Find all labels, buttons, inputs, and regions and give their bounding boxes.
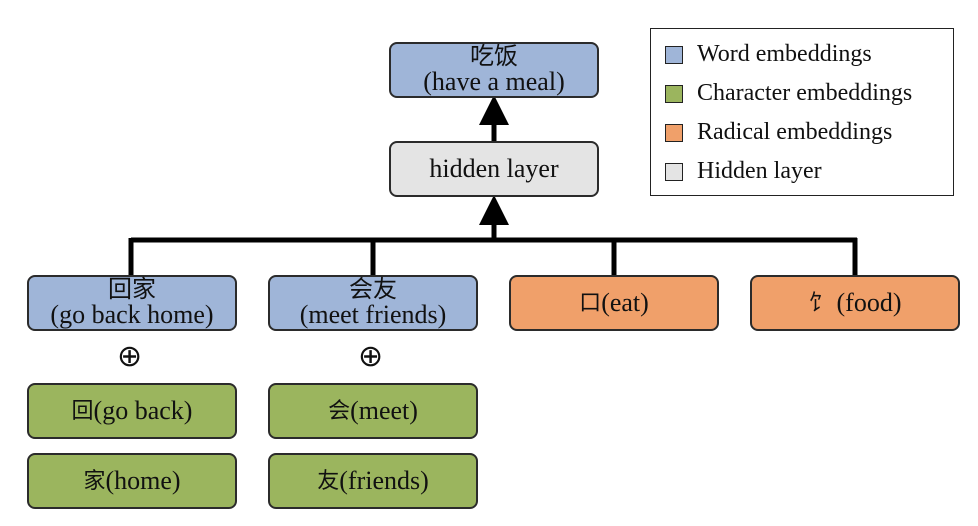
legend: Word embeddings Character embeddings Rad… <box>650 28 954 196</box>
output-word-english: (have a meal) <box>423 67 565 96</box>
legend-item-radical: Radical embeddings <box>665 119 892 146</box>
radical-node-eat: 口 (eat) <box>509 275 719 331</box>
char-glyph: 回 <box>71 398 94 423</box>
legend-swatch <box>665 45 683 64</box>
output-word-chinese: 吃饭 <box>470 44 518 70</box>
char-node-meet: 会 (meet) <box>268 383 478 439</box>
legend-item-character: Character embeddings <box>665 80 912 107</box>
radical-glyph: 口 <box>579 290 602 315</box>
word-english: (go back home) <box>50 300 214 329</box>
hidden-layer-label: hidden layer <box>429 154 559 183</box>
output-word-node: 吃饭 (have a meal) <box>389 42 599 98</box>
legend-label: Radical embeddings <box>697 119 893 145</box>
word-node-meet-friends: 会友 (meet friends) <box>268 275 478 331</box>
char-node-friends: 友 (friends) <box>268 453 478 509</box>
radical-node-food: 饣 (food) <box>750 275 960 331</box>
word-chinese: 会友 <box>349 277 397 303</box>
legend-swatch <box>665 162 683 181</box>
char-glyph: 友 <box>317 468 340 493</box>
radical-english: (food) <box>836 288 902 317</box>
radical-glyph: 饣 <box>808 290 831 315</box>
word-node-go-back-home: 回家 (go back home) <box>27 275 237 331</box>
legend-swatch <box>665 123 683 142</box>
concat-operator-right: ⊕ <box>358 339 384 374</box>
char-english: (home) <box>105 466 181 495</box>
concat-operator-left: ⊕ <box>117 339 143 374</box>
char-english: (meet) <box>350 396 418 425</box>
char-node-home: 家 (home) <box>27 453 237 509</box>
word-chinese: 回家 <box>108 277 156 303</box>
hidden-layer-node: hidden layer <box>389 141 599 197</box>
char-glyph: 家 <box>83 468 106 493</box>
char-node-go-back: 回 (go back) <box>27 383 237 439</box>
word-english: (meet friends) <box>299 300 447 329</box>
legend-item-hidden: Hidden layer <box>665 158 822 185</box>
char-english: (go back) <box>93 396 193 425</box>
legend-item-word: Word embeddings <box>665 41 872 68</box>
legend-swatch <box>665 84 683 103</box>
legend-label: Hidden layer <box>697 158 822 184</box>
radical-english: (eat) <box>601 288 649 317</box>
legend-label: Character embeddings <box>697 80 913 106</box>
char-english: (friends) <box>339 466 429 495</box>
legend-label: Word embeddings <box>697 41 872 67</box>
char-glyph: 会 <box>328 398 351 423</box>
